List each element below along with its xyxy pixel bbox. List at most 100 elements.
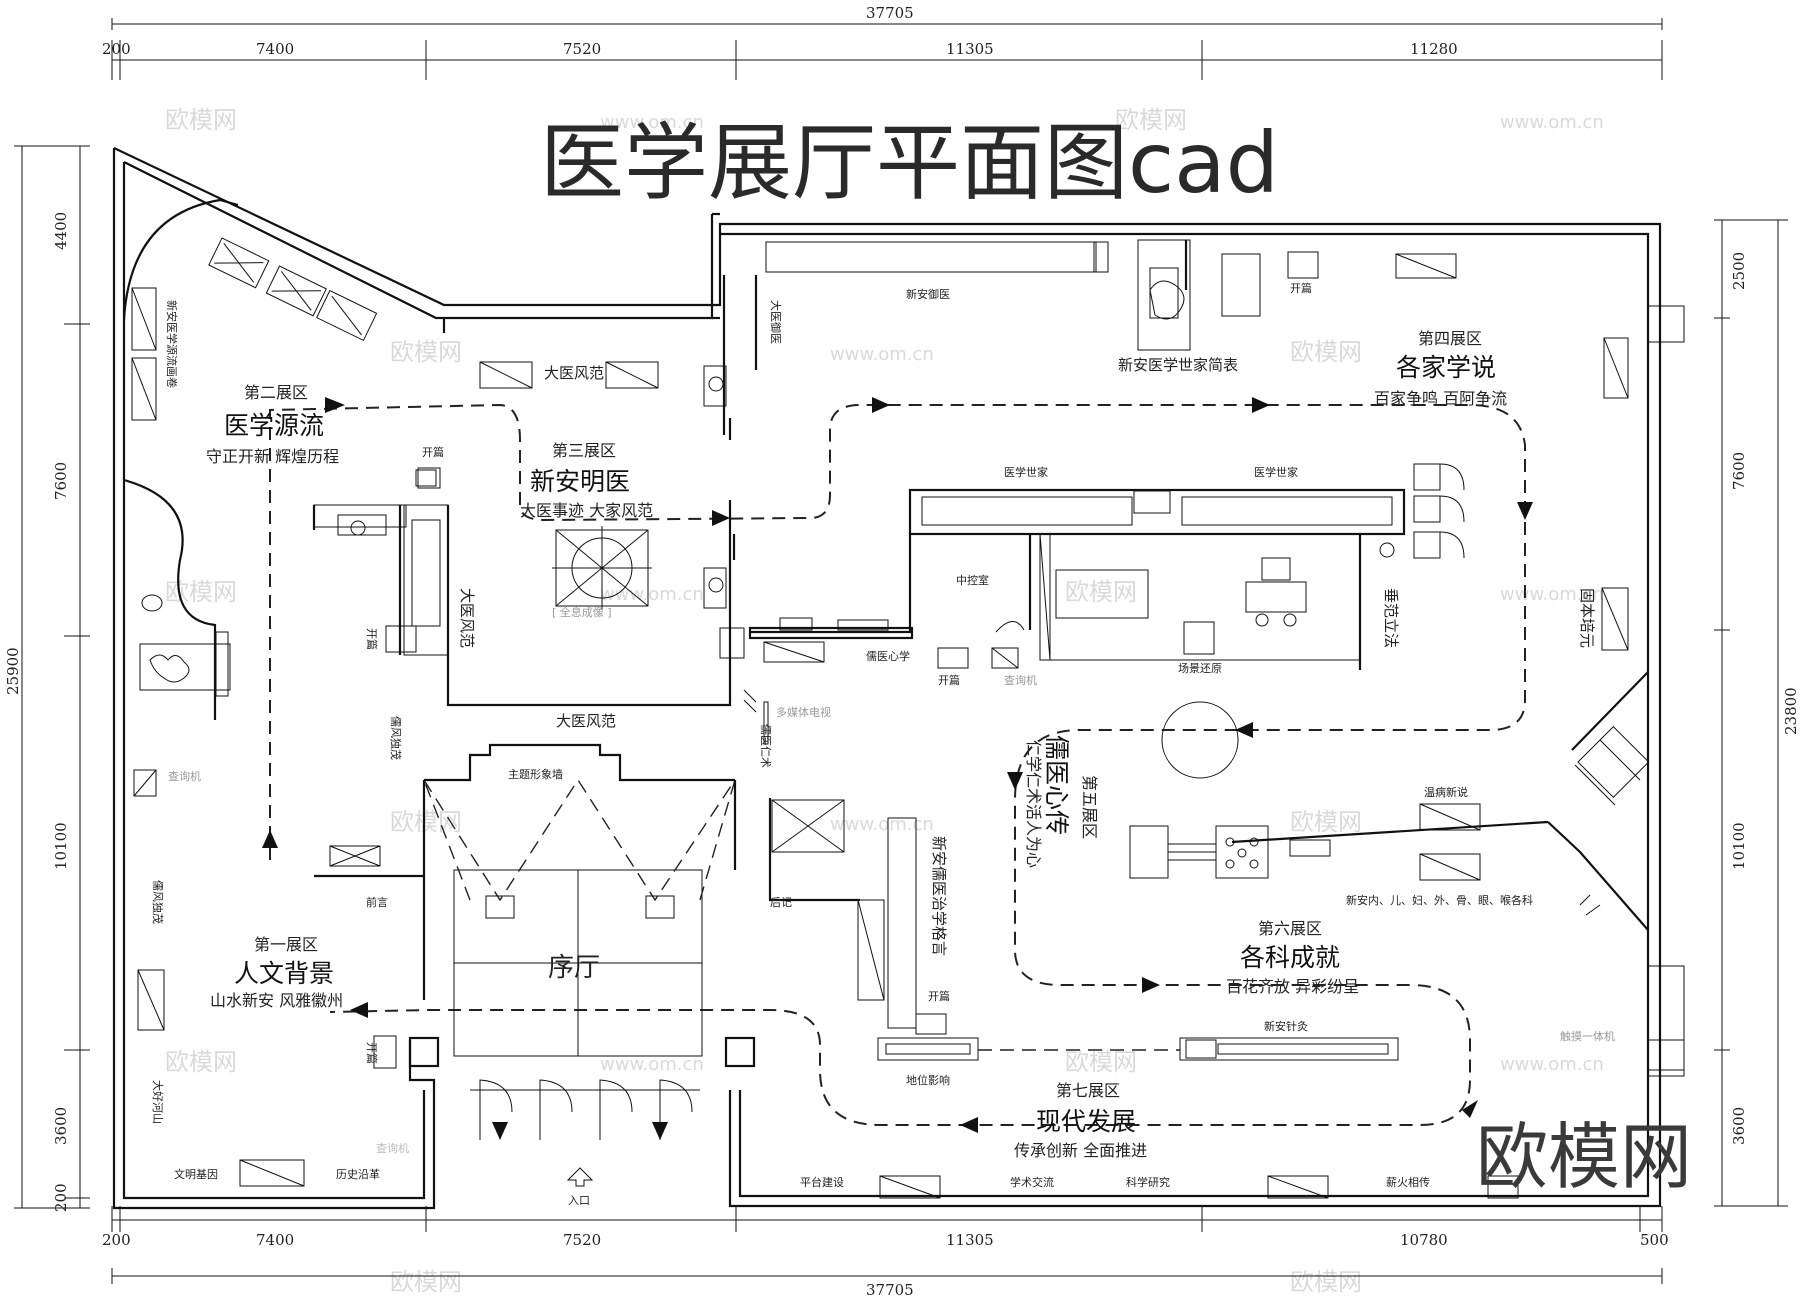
svg-text:儒风独茂: 儒风独茂: [389, 716, 403, 760]
svg-text:百花齐放 异彩纷呈: 百花齐放 异彩纷呈: [1226, 977, 1359, 996]
svg-text:3600: 3600: [1730, 1107, 1748, 1145]
svg-text:开篇: 开篇: [365, 628, 379, 650]
svg-text:www.om.cn: www.om.cn: [600, 584, 704, 605]
zone-4: 第四展区 各家学说 百家争鸣 百阿争流: [1374, 329, 1507, 408]
svg-text:科学研究: 科学研究: [1126, 1175, 1170, 1189]
svg-text:固本培元: 固本培元: [1578, 588, 1596, 648]
svg-text:欧模网: 欧模网: [1290, 338, 1362, 366]
svg-text:平台建设: 平台建设: [800, 1175, 844, 1189]
svg-text:欧模网: 欧模网: [165, 578, 237, 606]
watermark-logo: 欧模网: [1476, 1115, 1692, 1199]
svg-text:新安针灸: 新安针灸: [1264, 1019, 1308, 1033]
svg-text:新安内、儿、妇、外、骨、眼、喉各科: 新安内、儿、妇、外、骨、眼、喉各科: [1346, 893, 1533, 907]
svg-text:开篇: 开篇: [938, 673, 960, 687]
svg-text:百家争鸣 百阿争流: 百家争鸣 百阿争流: [1374, 389, 1507, 408]
svg-text:各家学说: 各家学说: [1396, 353, 1496, 382]
svg-text:欧模网: 欧模网: [1065, 578, 1137, 606]
zone-7: 第七展区 现代发展 传承创新 全面推进: [1014, 1081, 1147, 1160]
svg-text:200: 200: [52, 1183, 70, 1212]
svg-text:医学源流: 医学源流: [224, 411, 324, 440]
svg-text:入口: 入口: [568, 1194, 590, 1207]
svg-text:后记: 后记: [770, 896, 792, 909]
svg-text:新安医学世家简表: 新安医学世家简表: [1118, 356, 1238, 374]
svg-text:守正开新 辉煌历程: 守正开新 辉煌历程: [206, 447, 339, 466]
svg-text:传承创新 全面推进: 传承创新 全面推进: [1014, 1141, 1147, 1160]
svg-text:10100: 10100: [1730, 822, 1748, 870]
svg-text:欧模网: 欧模网: [390, 338, 462, 366]
svg-text:200: 200: [102, 1231, 131, 1249]
svg-text:第二展区: 第二展区: [244, 383, 308, 402]
svg-text:www.om.cn: www.om.cn: [830, 814, 934, 835]
svg-text:www.om.cn: www.om.cn: [600, 112, 704, 133]
svg-text:温病新说: 温病新说: [1424, 785, 1468, 799]
svg-text:第七展区: 第七展区: [1056, 1081, 1120, 1100]
zone-2: 第二展区 医学源流 守正开新 辉煌历程: [206, 383, 339, 466]
zone-3: 第三展区 新安明医 大医事迹 大家风范: [520, 441, 653, 520]
svg-text:地位影响: 地位影响: [906, 1073, 950, 1087]
svg-text:欧模网: 欧模网: [390, 1268, 462, 1296]
dim-bottom-total: 37705: [866, 1281, 914, 1299]
svg-text:10100: 10100: [52, 822, 70, 870]
svg-text:大医风范: 大医风范: [458, 588, 476, 648]
svg-text:欧模网: 欧模网: [165, 106, 237, 134]
svg-text:3600: 3600: [52, 1107, 70, 1145]
svg-text:中控室: 中控室: [956, 573, 989, 587]
area-labels: 序厅 入口 前言 后记 主题形象墙 大医风范 大医风范 大医风范 大医御医 新安…: [151, 281, 1615, 1207]
svg-text:大医事迹 大家风范: 大医事迹 大家风范: [520, 501, 653, 520]
svg-text:第五展区: 第五展区: [1080, 775, 1099, 839]
svg-text:各科成就: 各科成就: [1240, 943, 1340, 972]
svg-text:儒医心传: 儒医心传: [1042, 735, 1071, 835]
svg-text:7520: 7520: [563, 1231, 601, 1249]
svg-text:儒风独茂: 儒风独茂: [151, 880, 165, 924]
svg-text:触摸一体机: 触摸一体机: [1560, 1029, 1615, 1043]
dimension-lines: 37705 200 7400 7520 11305 11280 200 7400…: [4, 4, 1800, 1299]
svg-text:垂范立法: 垂范立法: [1382, 588, 1400, 648]
svg-text:欧模网: 欧模网: [1065, 1048, 1137, 1076]
svg-text:儒医仁术: 儒医仁术: [759, 724, 772, 768]
svg-text:开篇: 开篇: [422, 445, 444, 459]
zone-5: 第五展区 儒医心传 仁学仁术活人为心: [1024, 735, 1099, 868]
svg-text:新安医学源流画卷: 新安医学源流画卷: [165, 300, 179, 388]
svg-text:大医风范: 大医风范: [556, 712, 616, 730]
svg-text:欧模网: 欧模网: [1290, 1268, 1362, 1296]
svg-text:查询机: 查询机: [1004, 673, 1037, 687]
svg-text:大好河山: 大好河山: [151, 1080, 165, 1124]
watermarks: 欧模网 欧模网 欧模网 欧模网 欧模网 欧模网 欧模网 欧模网 欧模网 欧模网 …: [165, 106, 1604, 1296]
svg-text:新安明医: 新安明医: [530, 467, 630, 496]
svg-text:现代发展: 现代发展: [1036, 1107, 1136, 1136]
svg-text:场景还原: 场景还原: [1178, 661, 1222, 675]
outer-walls: [112, 147, 1685, 1210]
svg-text:欧模网: 欧模网: [165, 1048, 237, 1076]
svg-text:[ 全息成像 ]: [ 全息成像 ]: [552, 605, 612, 619]
svg-text:200: 200: [102, 40, 131, 58]
svg-text:主题形象墙: 主题形象墙: [508, 767, 563, 781]
svg-text:仁学仁术活人为心: 仁学仁术活人为心: [1024, 740, 1043, 868]
svg-text:25900: 25900: [4, 647, 22, 695]
svg-text:医学世家: 医学世家: [1254, 465, 1298, 479]
visitor-route: [262, 397, 1533, 1140]
svg-text:文明基因: 文明基因: [174, 1167, 218, 1181]
svg-text:4400: 4400: [52, 212, 70, 250]
svg-text:7600: 7600: [52, 462, 70, 500]
svg-text:医学世家: 医学世家: [1004, 465, 1048, 479]
svg-text:7400: 7400: [256, 40, 294, 58]
svg-text:2500: 2500: [1730, 252, 1748, 290]
svg-text:前言: 前言: [366, 895, 388, 909]
svg-text:欧模网: 欧模网: [1115, 106, 1187, 134]
svg-text:第四展区: 第四展区: [1418, 329, 1482, 348]
svg-text:大医御医: 大医御医: [769, 300, 783, 344]
svg-text:历史沿革: 历史沿革: [336, 1167, 380, 1181]
svg-text:学术交流: 学术交流: [1010, 1175, 1054, 1189]
svg-text:第三展区: 第三展区: [552, 441, 616, 460]
svg-text:11305: 11305: [946, 40, 994, 58]
svg-text:www.om.cn: www.om.cn: [830, 344, 934, 365]
svg-text:薪火相传: 薪火相传: [1386, 1176, 1430, 1189]
svg-text:人文背景: 人文背景: [234, 959, 334, 988]
svg-text:www.om.cn: www.om.cn: [1500, 1054, 1604, 1075]
svg-text:序厅: 序厅: [548, 953, 600, 983]
svg-text:10780: 10780: [1400, 1231, 1448, 1249]
page-title: 医学展厅平面图cad: [540, 114, 1279, 212]
zone-6: 第六展区 各科成就 百花齐放 异彩纷呈: [1226, 919, 1359, 996]
svg-text:新安儒医治学格言: 新安儒医治学格言: [930, 836, 948, 956]
svg-text:7600: 7600: [1730, 452, 1748, 490]
